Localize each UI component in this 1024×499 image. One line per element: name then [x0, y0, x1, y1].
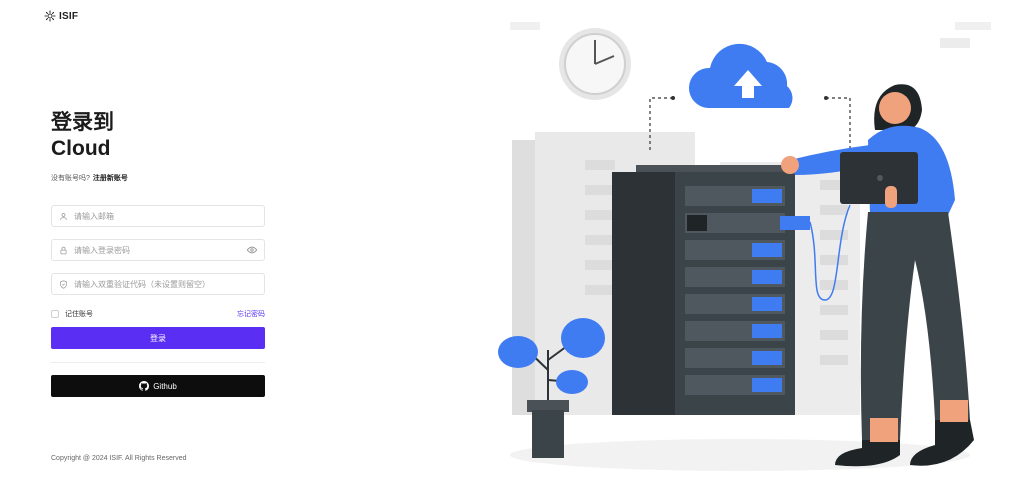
- otp-input[interactable]: [74, 279, 257, 289]
- remember-label: 记住账号: [65, 311, 93, 318]
- plant-pot: [498, 318, 605, 458]
- copyright-text: Copyright @ 2024 ISIF. All Rights Reserv…: [51, 455, 187, 462]
- brand-logo: ISIF: [44, 10, 78, 22]
- divider: [51, 362, 265, 363]
- connector-line: [826, 97, 851, 150]
- cable: [809, 204, 851, 301]
- brand-name: ISIF: [59, 10, 79, 22]
- deco-bar: [940, 38, 970, 48]
- email-input[interactable]: [74, 211, 257, 221]
- github-login-button[interactable]: Github: [51, 375, 265, 397]
- login-button-label: 登录: [150, 333, 166, 343]
- title-line-1: 登录到: [51, 111, 114, 134]
- lock-icon: [60, 246, 67, 254]
- github-icon: [139, 381, 150, 391]
- person-with-laptop: [781, 84, 974, 467]
- building-windows: [585, 160, 848, 365]
- server-rack: [612, 165, 810, 415]
- user-icon: [60, 212, 67, 220]
- title-line-2: Cloud: [51, 137, 111, 160]
- no-account-text: 没有账号吗?: [51, 175, 90, 182]
- signup-prompt: 没有账号吗?注册新账号: [51, 173, 128, 183]
- remember-account[interactable]: 记住账号: [51, 309, 93, 319]
- password-field[interactable]: [51, 239, 265, 261]
- deco-bar: [955, 22, 991, 30]
- ground-shadow: [510, 439, 970, 471]
- login-button[interactable]: 登录: [51, 327, 265, 349]
- deco-bar: [510, 22, 540, 30]
- password-input[interactable]: [74, 245, 247, 255]
- shield-icon: [60, 279, 67, 289]
- email-field[interactable]: [51, 205, 265, 227]
- clock-icon: [559, 28, 631, 100]
- page-title: 登录到 Cloud: [51, 110, 114, 162]
- cloud-upload-icon: [688, 43, 793, 109]
- otp-field[interactable]: [51, 273, 265, 295]
- connector-line: [649, 97, 673, 150]
- gear-logo-icon: [44, 10, 56, 22]
- login-panel: 登录到 Cloud 没有账号吗?注册新账号 记住账号 忘记密码 登录: [51, 0, 265, 499]
- cloud-server-illustration: [490, 0, 1024, 499]
- forgot-password-link[interactable]: 忘记密码: [237, 311, 265, 318]
- eye-icon[interactable]: [247, 246, 257, 254]
- github-button-label: Github: [153, 381, 177, 391]
- signup-link[interactable]: 注册新账号: [92, 175, 128, 182]
- remember-checkbox[interactable]: [51, 310, 59, 318]
